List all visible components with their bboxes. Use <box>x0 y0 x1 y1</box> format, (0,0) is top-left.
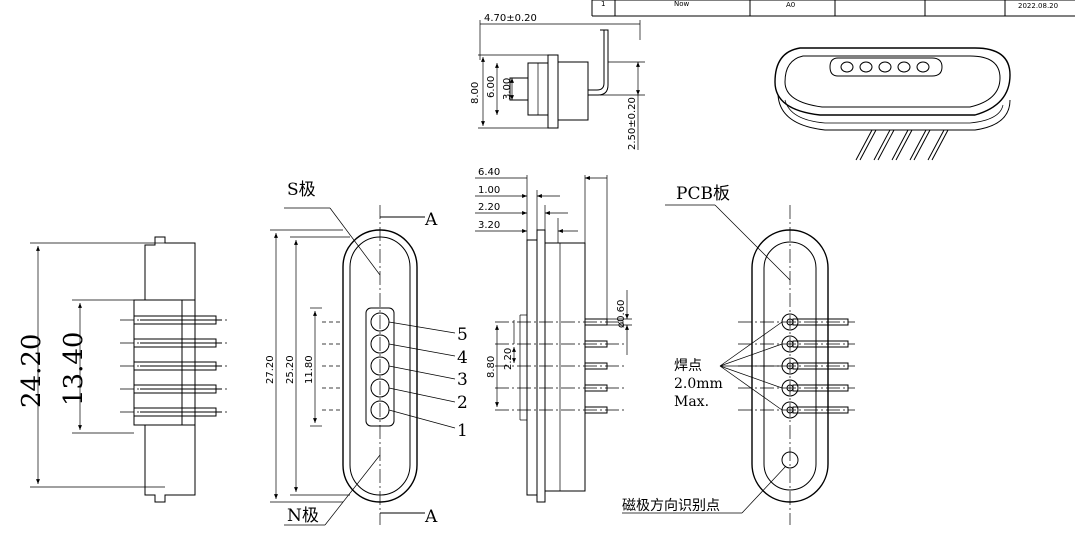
solder-label-2: 2.0mm <box>674 376 723 392</box>
dim-8-80: 8.80 <box>486 356 497 378</box>
section-view: 24.20 13.40 <box>17 236 230 503</box>
dim-pin-dia: ø0.60 <box>616 300 627 328</box>
dim-2-20-pitch: 2.20 <box>503 348 514 370</box>
rear-view: PCB板 焊点 2.0mm Max. 磁极方向识别点 <box>622 184 855 525</box>
dim-6-40: 6.40 <box>478 167 500 178</box>
title-sheet-size: A0 <box>786 1 795 9</box>
dim-3-20: 3.20 <box>478 220 500 231</box>
dim-8-00: 8.00 <box>470 82 481 104</box>
dim-3-00: 3.00 <box>502 78 513 100</box>
dim-6-00: 6.00 <box>486 76 497 98</box>
pin-number-1: 1 <box>457 421 468 441</box>
dim-13-40: 13.40 <box>59 332 89 406</box>
magnet-orientation-mark <box>781 451 799 469</box>
title-rev: 1 <box>601 0 605 8</box>
s-pole-label: S极 <box>287 180 316 200</box>
title-block: 1 Now A0 2022.08.20 <box>591 0 1075 17</box>
pin-number-2: 2 <box>457 393 468 413</box>
dim-2-20: 2.20 <box>478 202 500 213</box>
section-a-bottom: A <box>424 507 438 527</box>
title-date: 2022.08.20 <box>1018 2 1058 10</box>
dim-25-20: 25.20 <box>285 355 296 384</box>
front-view: A A S极 N极 5 4 3 2 1 27.20 25.20 11.80 <box>265 180 468 527</box>
pin-number-5: 5 <box>457 325 468 345</box>
dim-24-20: 24.20 <box>17 334 47 408</box>
magnet-mark-label: 磁极方向识别点 <box>622 498 720 514</box>
dim-1-00: 1.00 <box>478 185 500 196</box>
side-view: 6.40 1.00 2.20 3.20 ø0.60 8.80 2.20 <box>475 167 632 503</box>
solder-label-1: 焊点 <box>674 358 702 374</box>
section-a-top: A <box>424 210 438 230</box>
n-pole-label: N极 <box>287 506 319 526</box>
pin-number-4: 4 <box>457 348 468 368</box>
pin-number-3: 3 <box>457 370 468 390</box>
isometric-view <box>774 47 1011 161</box>
pcb-side-label: PCB板 <box>676 184 730 204</box>
dim-4-70: 4.70±0.20 <box>484 13 537 24</box>
dim-27-20: 27.20 <box>265 355 276 384</box>
dim-11-80: 11.80 <box>304 355 315 384</box>
title-description: Now <box>674 0 690 8</box>
solder-label-3: Max. <box>674 394 709 410</box>
dim-2-50: 2.50±0.20 <box>627 97 638 150</box>
top-side-view: 4.70±0.20 8.00 6.00 3.00 2.50±0.20 <box>470 13 645 150</box>
